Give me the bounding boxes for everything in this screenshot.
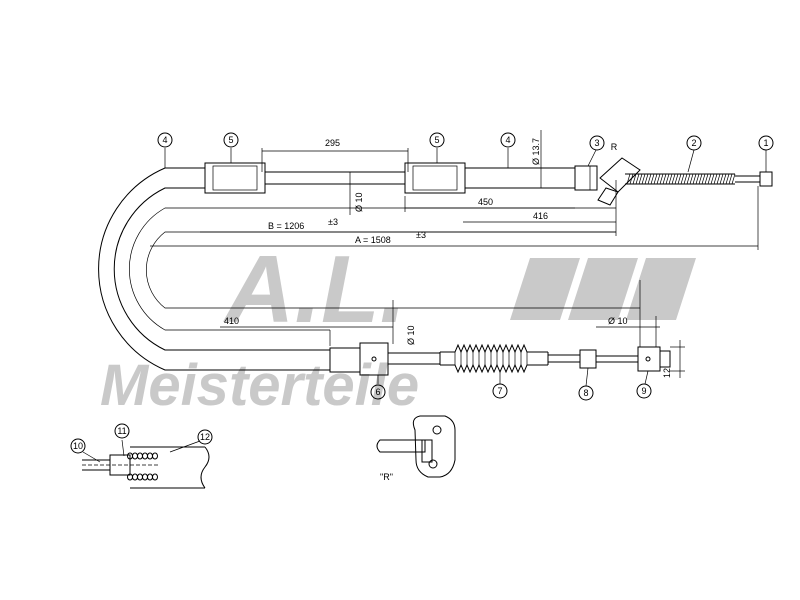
wire-end-1	[735, 171, 773, 187]
sleeve-5-left	[204, 162, 266, 194]
dim-b-tolerance: ±3	[328, 217, 338, 227]
dim-dia-10-right: Ø 10	[608, 316, 628, 326]
clip-8	[579, 349, 638, 369]
coil-11	[127, 452, 158, 481]
dimension-lines	[150, 130, 759, 378]
dim-b: B = 1206	[268, 221, 304, 231]
watermark-logo-bars	[510, 258, 696, 320]
callout-5-right: 5	[434, 135, 439, 145]
callout-4-left: 4	[162, 135, 167, 145]
callout-2: 2	[691, 138, 696, 148]
cable-core-295	[265, 171, 405, 185]
dim-295: 295	[325, 138, 340, 148]
callout-10: 10	[73, 441, 83, 451]
dim-a: A = 1508	[355, 235, 391, 245]
dim-416: 416	[533, 211, 548, 221]
callout-5-left: 5	[228, 135, 233, 145]
callout-6: 6	[375, 387, 380, 397]
sleeve-5-right	[404, 162, 466, 194]
ferrule-3	[574, 165, 598, 191]
end-fitting-9	[637, 346, 671, 372]
fitting-6	[359, 342, 389, 376]
callout-8: 8	[583, 388, 588, 398]
callout-9: 9	[641, 386, 646, 396]
watermark-brand: Meisterteile	[100, 353, 419, 418]
watermark-monogram: A.L.	[223, 236, 406, 343]
callout-1: 1	[763, 138, 768, 148]
dim-dia-10-upper: Ø 10	[354, 192, 364, 212]
dim-a-tolerance: ±3	[416, 230, 426, 240]
callout-r: R	[611, 142, 618, 152]
dim-450: 450	[478, 197, 493, 207]
detail-view-r	[376, 415, 456, 478]
cable-lower-core	[388, 352, 440, 365]
dim-dia-13-7: Ø 13.7	[531, 138, 541, 165]
detail-view-label: "R"	[380, 472, 393, 482]
dim-dia-10-lower: Ø 10	[406, 325, 416, 345]
cable-inner-path	[128, 207, 640, 331]
boot-7	[439, 343, 549, 374]
bracket-r	[597, 157, 641, 206]
callout-11: 11	[117, 426, 126, 436]
spring-2	[625, 173, 736, 185]
cable-outer-sheath	[98, 167, 330, 371]
dim-410: 410	[224, 316, 239, 326]
dim-12: 12	[662, 368, 672, 378]
callout-4-right: 4	[505, 135, 510, 145]
callouts	[157, 132, 774, 401]
sheath-4-right	[465, 167, 575, 189]
cable-lower-wire	[548, 354, 580, 363]
callout-3: 3	[594, 138, 599, 148]
callout-12: 12	[200, 432, 210, 442]
section-detail	[70, 423, 213, 489]
callout-7: 7	[497, 386, 502, 396]
